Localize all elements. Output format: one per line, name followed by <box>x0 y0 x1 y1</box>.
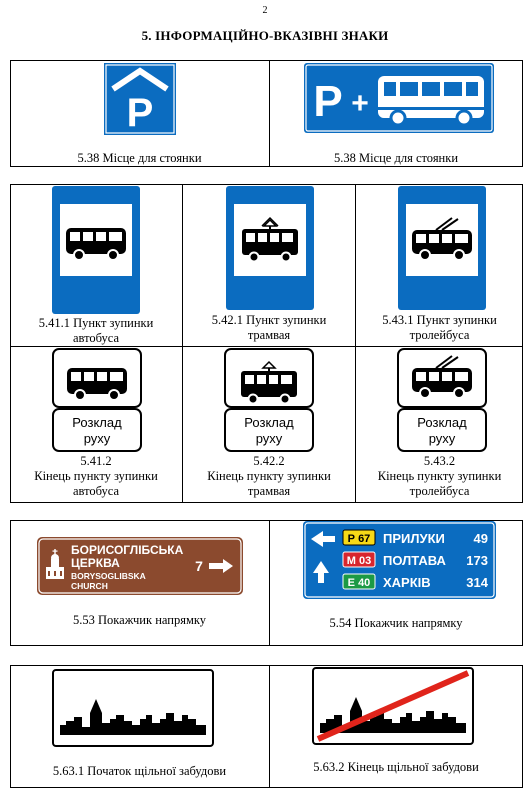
svg-text:ПОЛТАВА: ПОЛТАВА <box>383 553 447 568</box>
dense-development-end-sign <box>312 667 474 745</box>
svg-text:173: 173 <box>466 553 488 568</box>
park-and-ride-bus-sign: P + <box>304 63 494 133</box>
svg-text:314: 314 <box>466 575 488 590</box>
svg-text:Е 40: Е 40 <box>348 577 371 589</box>
svg-text:Розклад: Розклад <box>244 415 294 430</box>
dense-development-start-sign <box>52 669 214 747</box>
caption-5-63-1: 5.63.1 Початок щільної забудови <box>52 764 227 778</box>
caption-5-42-2: 5.42.2 Кінець пункту зупинки трамвая <box>207 454 331 498</box>
trolleybus-stop-sign <box>398 186 486 310</box>
caption-5-38-left: 5.38 Місце для стоянки <box>77 151 202 165</box>
tram-stop-sign <box>226 186 314 310</box>
caption-5-53: 5.53 Покажчик напрямку <box>72 613 207 627</box>
caption-5-54: 5.54 Покажчик напрямку <box>329 616 463 630</box>
svg-text:ЦЕРКВА: ЦЕРКВА <box>71 556 120 570</box>
caption-5-42-1: 5.42.1 Пункт зупинки трамвая <box>211 313 327 342</box>
parking-garage-sign: P <box>104 63 176 135</box>
svg-text:руху: руху <box>256 431 283 446</box>
route-direction-sign: Р 67 ПРИЛУКИ 49 М 03 ПОЛТАВА 173 Е 40 ХА… <box>303 521 496 599</box>
svg-text:7: 7 <box>195 558 203 574</box>
svg-text:БОРИСОГЛІБСЬКА: БОРИСОГЛІБСЬКА <box>71 543 184 557</box>
svg-text:Розклад: Розклад <box>72 415 122 430</box>
city-skyline-icon <box>60 699 206 735</box>
stop-signs-table <box>10 184 523 503</box>
caption-5-43-2: 5.43.2 Кінець пункту зупинки тролейбуса <box>377 454 502 498</box>
bus-stop-sign <box>52 186 140 314</box>
svg-text:Р 67: Р 67 <box>348 533 371 545</box>
end-tram-stop-sign: Розклад руху <box>224 348 314 452</box>
caption-5-41-2: 5.41.2 Кінець пункту зупинки автобуса <box>34 454 158 498</box>
caption-5-43-1: 5.43.1 Пункт зупинки тролейбуса <box>382 313 497 342</box>
arrow-up-icon <box>313 561 329 583</box>
arrow-right-icon <box>209 559 233 573</box>
svg-text:М 03: М 03 <box>347 555 371 567</box>
end-diagonal-line <box>316 670 470 742</box>
parking-letter: P <box>127 91 154 135</box>
end-trolleybus-stop-sign: Розклад руху <box>397 348 487 452</box>
svg-text:руху: руху <box>84 431 111 446</box>
svg-text:Розклад: Розклад <box>417 415 467 430</box>
parking-table <box>10 60 523 167</box>
svg-text:ХАРКІВ: ХАРКІВ <box>383 575 431 590</box>
page-number: 2 <box>262 5 268 16</box>
page-title: 5. ІНФОРМАЦІЙНО-ВКАЗІВНІ ЗНАКИ <box>141 28 389 43</box>
end-bus-stop-sign: Розклад руху <box>52 348 142 452</box>
church-icon <box>46 549 64 579</box>
parking-letter: P <box>313 77 342 126</box>
svg-text:ПРИЛУКИ: ПРИЛУКИ <box>383 531 445 546</box>
svg-text:49: 49 <box>474 531 488 546</box>
svg-text:руху: руху <box>429 431 456 446</box>
direction-signs-table <box>10 520 523 646</box>
caption-5-41-1: 5.41.1 Пункт зупинки автобуса <box>38 316 154 345</box>
arrow-left-icon <box>311 531 335 547</box>
svg-text:CHURCH: CHURCH <box>71 581 108 591</box>
caption-5-38-right: 5.38 Місце для стоянки <box>333 151 459 165</box>
svg-text:BORYSOGLIBSKA: BORYSOGLIBSKA <box>71 571 146 581</box>
caption-5-63-2: 5.63.2 Кінець щільної забудови <box>313 760 479 774</box>
settlement-signs-table <box>10 665 523 788</box>
church-direction-sign: БОРИСОГЛІБСЬКА ЦЕРКВА BORYSOGLIBSKA CHUR… <box>37 537 243 595</box>
plus-sign: + <box>351 87 369 120</box>
